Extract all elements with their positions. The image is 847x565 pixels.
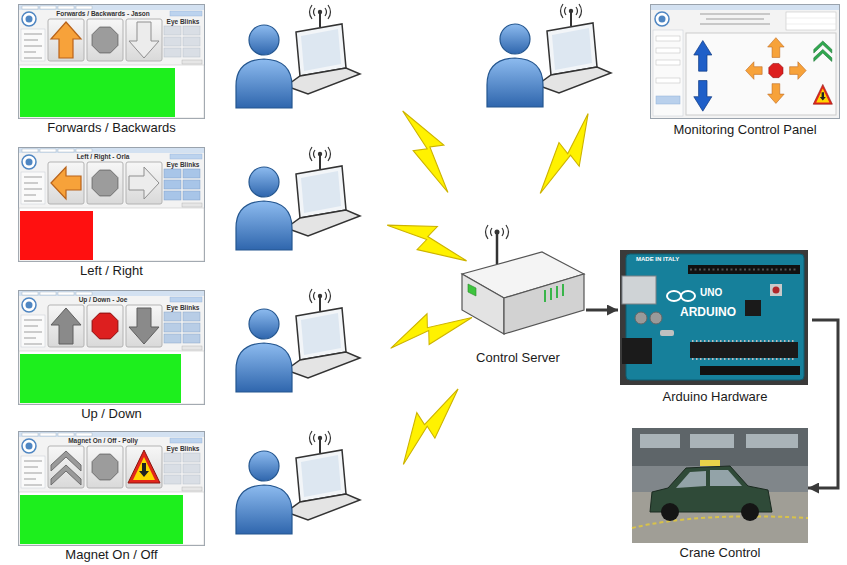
screenshot-panel: Left / Right - OrlaEye BlinksLeft / Righ… bbox=[18, 147, 205, 279]
screenshot bbox=[19, 5, 205, 119]
photo-panel: Crane Control bbox=[632, 428, 808, 561]
caption: Monitoring Control Panel bbox=[650, 122, 840, 137]
arrow-connector bbox=[586, 309, 618, 312]
window-title: Up / Down - Joe bbox=[38, 296, 168, 303]
board-print: UNO bbox=[700, 287, 722, 298]
user-laptop bbox=[236, 289, 360, 392]
hardware-photo: Arduino Hardware bbox=[618, 248, 812, 405]
screenshot bbox=[19, 148, 205, 262]
user-laptop bbox=[236, 147, 360, 250]
screenshot-panel: Monitoring Control Panel bbox=[650, 4, 840, 138]
user-laptop bbox=[236, 431, 360, 534]
window-title: Forwards / Backwards - Jason bbox=[38, 10, 168, 17]
router-illustration bbox=[462, 225, 584, 334]
caption: Up / Down bbox=[18, 406, 205, 421]
caption: Crane Control bbox=[632, 545, 808, 560]
user-laptop bbox=[236, 5, 360, 108]
caption: Left / Right bbox=[18, 263, 205, 278]
caption: Magnet On / Off bbox=[18, 547, 205, 562]
panel-label: Eye Blinks bbox=[164, 304, 202, 311]
panel-label: Eye Blinks bbox=[164, 445, 202, 452]
screenshot-panel: Up / Down - JoeEye Blinks Up / Down bbox=[18, 290, 205, 422]
caption: Forwards / Backwards bbox=[18, 120, 205, 135]
car-photo bbox=[632, 428, 808, 543]
caption: Control Server bbox=[450, 350, 586, 365]
screenshot-panel: Magnet On / Off - PollyEye BlinksMagnet … bbox=[18, 431, 205, 563]
monitoring-screenshot bbox=[651, 5, 840, 119]
panel-label: Eye Blinks bbox=[164, 18, 202, 25]
window-title: Magnet On / Off - Polly bbox=[38, 437, 168, 444]
screenshot bbox=[19, 432, 205, 546]
panel-label: Eye Blinks bbox=[164, 161, 202, 168]
board-print: ARDUINO bbox=[680, 306, 736, 319]
board-print: MADE IN ITALY bbox=[636, 256, 679, 263]
caption: Arduino Hardware bbox=[618, 389, 812, 404]
screenshot-panel: Forwards / Backwards - JasonEye BlinksFo… bbox=[18, 4, 205, 136]
arduino-photo bbox=[620, 250, 808, 385]
window-title: Left / Right - Orla bbox=[38, 153, 168, 160]
wireless-bolt bbox=[383, 102, 603, 471]
screenshot bbox=[19, 291, 205, 405]
user-laptop bbox=[487, 4, 611, 107]
arrow-connector bbox=[808, 320, 838, 488]
router-node: Control Server bbox=[450, 222, 586, 367]
